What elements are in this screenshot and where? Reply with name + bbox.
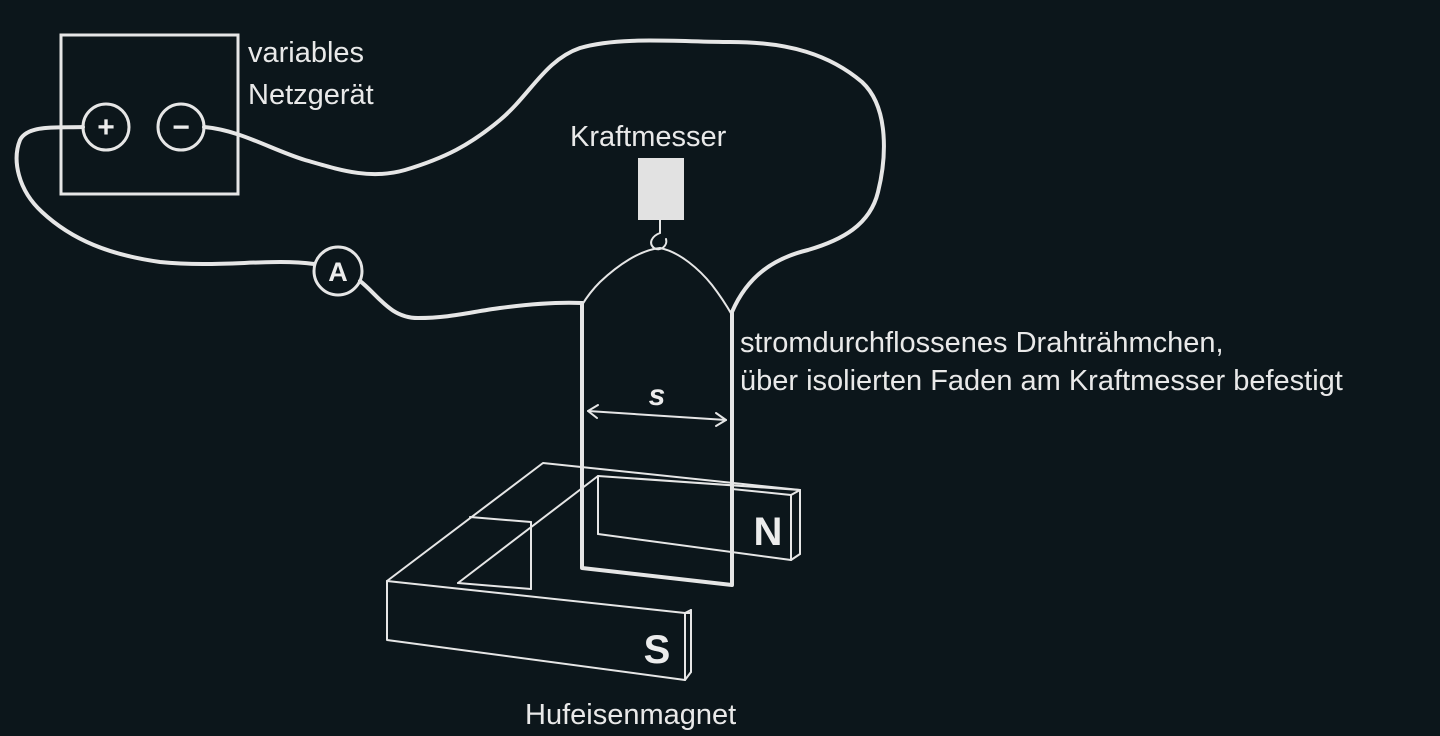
horseshoe-magnet <box>386 462 801 681</box>
width-symbol: s <box>649 379 666 412</box>
power-supply-label-line2: Netzgerät <box>248 79 374 111</box>
wire-ammeter-to-frame <box>358 279 584 320</box>
wire-frame-label-line2: über isolierten Faden am Kraftmesser bef… <box>740 365 1343 397</box>
width-arrow <box>587 404 727 427</box>
wire-frame-label-line1: stromdurchflossenes Drahträhmchen, <box>740 327 1224 359</box>
wire-frame <box>580 301 734 587</box>
south-pole-label: S <box>644 628 671 672</box>
force-meter-body <box>638 158 684 220</box>
minus-symbol: − <box>172 111 190 144</box>
force-meter-hook <box>650 232 668 251</box>
ammeter-symbol: A <box>328 257 348 287</box>
force-meter-label: Kraftmesser <box>570 121 727 153</box>
wire-minus-to-frame <box>202 38 886 314</box>
magnet-label: Hufeisenmagnet <box>525 699 737 731</box>
north-pole-label: N <box>754 510 783 554</box>
plus-symbol: + <box>97 111 115 144</box>
thread-left <box>581 247 661 306</box>
ammeter-circle <box>312 245 364 297</box>
thread-right <box>659 247 733 316</box>
wire-plus-to-ammeter <box>14 125 316 266</box>
power-supply-label-line1: variables <box>248 37 365 69</box>
power-supply-box <box>59 33 240 196</box>
